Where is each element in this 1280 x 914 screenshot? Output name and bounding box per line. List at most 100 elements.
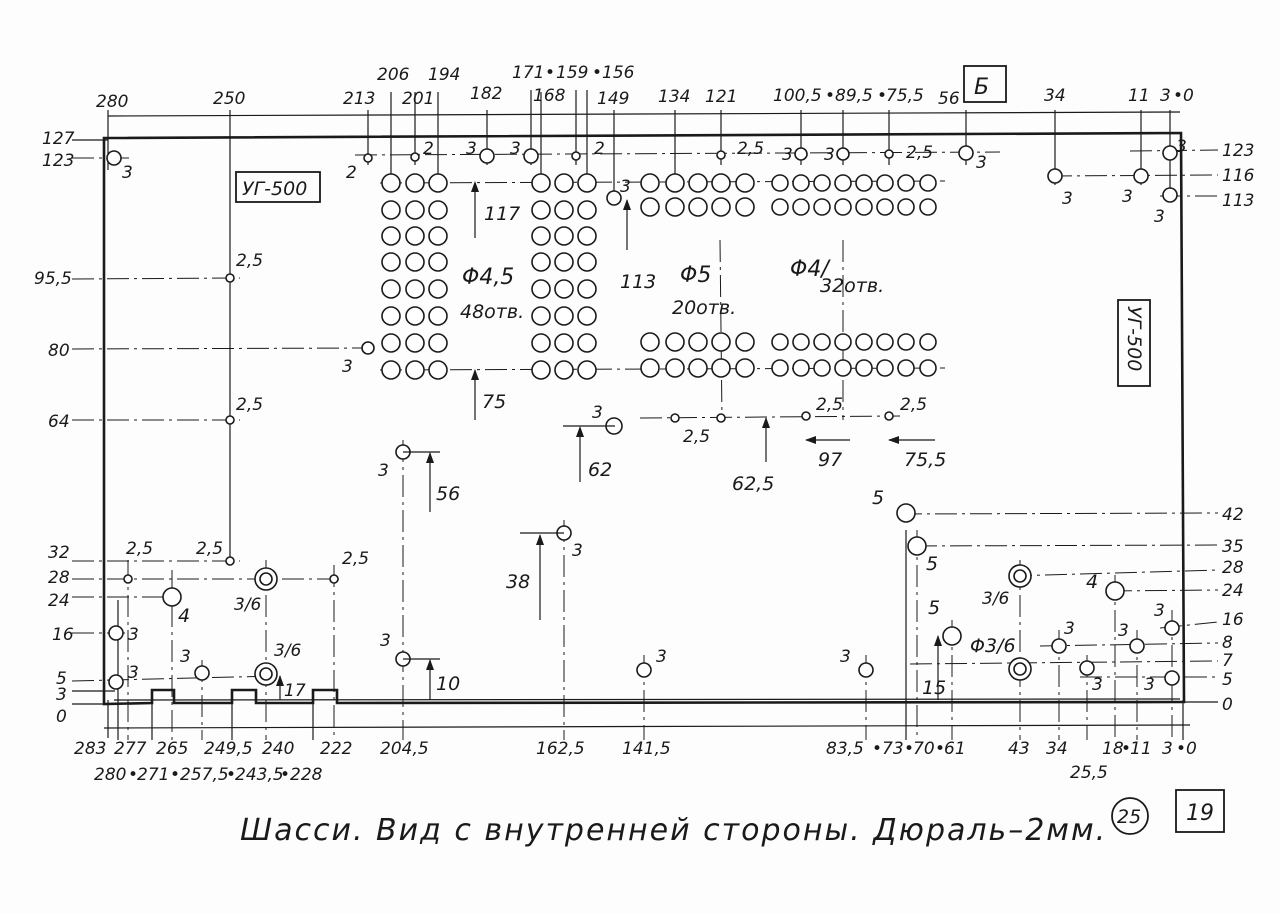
hole-213 <box>363 153 373 163</box>
hole-280-16 <box>108 625 124 641</box>
note-2-5-250: 2,5 <box>196 539 223 559</box>
g3b-hole-11 <box>834 359 852 377</box>
bottom-dim-sep-7: • <box>170 765 180 785</box>
caption-block: Шасси. Вид с внутренней стороны. Дюраль–… <box>240 789 1225 848</box>
hole-75-5 <box>884 149 894 159</box>
note-2-5-277: 2,5 <box>126 539 153 559</box>
note-2-201: 2 <box>423 139 434 159</box>
g1b-hole-15 <box>531 306 551 326</box>
hole-11 <box>1133 168 1149 184</box>
g1b-hole-3 <box>531 200 551 220</box>
g3-hole-3 <box>834 174 852 192</box>
dim-75: 75 <box>482 391 506 413</box>
top-dim-149: 149 <box>597 89 629 109</box>
g3-hole-1 <box>792 174 810 192</box>
bottom-dim-sep-1: • <box>872 739 882 759</box>
left-dim-95-5: 95,5 <box>34 269 72 289</box>
left-dim-16: 16 <box>52 625 74 645</box>
top-dim-34: 34 <box>1044 86 1066 106</box>
bottom-dimension-labels-row2: 280 • 271 • 257,5 • 243,5 • 228 25,5 <box>94 763 1108 785</box>
left-dim-5: 5 <box>56 669 67 689</box>
left-dim-0: 0 <box>56 707 67 727</box>
bottom-dim-283: 283 <box>74 739 106 759</box>
hole-5-35 <box>907 536 927 556</box>
right-dim-5: 5 <box>1222 670 1233 690</box>
note-2-5-222: 2,5 <box>342 549 369 569</box>
note-3-62: 3 <box>592 403 603 423</box>
dimension-arrows <box>276 181 942 700</box>
g1-hole-10 <box>405 252 425 272</box>
note-3-80: 3 <box>342 357 353 377</box>
hole-group-phi-4 <box>771 174 937 377</box>
g3b-hole-10 <box>813 359 831 377</box>
g3b-hole-8 <box>771 359 789 377</box>
note-3-171: 3 <box>510 139 521 159</box>
note-3-123: 3 <box>1176 137 1187 157</box>
g1b-hole-17 <box>577 306 597 326</box>
right-dim-35: 35 <box>1222 537 1244 557</box>
note-2-5-75: 2,5 <box>906 143 933 163</box>
note-2-5-64: 2,5 <box>236 395 263 415</box>
top-dim-3: 3 <box>1160 86 1171 106</box>
note-5-61: 5 <box>928 597 940 619</box>
hole-171 <box>523 148 539 164</box>
g3b-hole-5 <box>876 333 894 351</box>
hole-5-42 <box>896 503 916 523</box>
hole-134-62-5 <box>670 413 680 423</box>
note-3-56: 3 <box>976 153 987 173</box>
bottom-extension-lines <box>103 440 1191 740</box>
note-3-5r: 3 <box>1144 675 1155 695</box>
g1b-hole-1 <box>554 173 574 193</box>
hole-100-5 <box>794 147 808 161</box>
g1b-hole-9 <box>531 252 551 272</box>
top-dim-194: 194 <box>428 65 460 85</box>
g2-hole-2 <box>688 173 708 193</box>
view-letter: Б <box>974 75 989 100</box>
hole-34 <box>1047 168 1063 184</box>
note-3-16: 3 <box>128 625 139 645</box>
g3-hole-11 <box>834 198 852 216</box>
g3-hole-0 <box>771 174 789 192</box>
hole-75-5-low <box>884 411 894 421</box>
dim-75-5: 75,5 <box>904 449 946 471</box>
g1-hole-22 <box>405 360 425 380</box>
hole-callouts: 3 2 2 3 3 2 2,5 3 3 2,5 3 3 3 3 3 3 2,5 … <box>122 137 1187 695</box>
g1b-hole-6 <box>531 226 551 246</box>
bottom-dim-73: 73 <box>882 739 904 759</box>
g3b-hole-14 <box>897 359 915 377</box>
dim-56: 56 <box>436 483 460 505</box>
top-dim-168: 168 <box>533 86 566 106</box>
bottom-dim-sep-2: • <box>904 739 914 759</box>
note-3-11b: 3 <box>1118 621 1129 641</box>
g2b-hole-7 <box>688 358 708 378</box>
g3-hole-7 <box>919 174 937 192</box>
hole-left-80 <box>361 341 375 355</box>
page-number-circled: 25 <box>1117 806 1141 828</box>
note-3-56b: 3 <box>378 461 389 481</box>
left-dimension-labels: 127 123 95,5 80 64 32 28 24 16 5 3 0 <box>34 129 75 727</box>
bottom-dim-sep-9: • <box>280 765 290 785</box>
g1-hole-23 <box>428 360 448 380</box>
hole-182 <box>479 148 495 164</box>
dim-97: 97 <box>818 449 842 471</box>
left-dim-28: 28 <box>48 568 70 588</box>
g3b-hole-9 <box>792 359 810 377</box>
g1-hole-18 <box>381 333 401 353</box>
g1-hole-12 <box>381 279 401 299</box>
note-3-34b: 3 <box>1064 619 1075 639</box>
g3-hole-12 <box>855 198 873 216</box>
chassis-outline <box>102 131 1186 706</box>
g1b-hole-21 <box>531 360 551 380</box>
g1-hole-17 <box>428 306 448 326</box>
bottom-dim-141-5: 141,5 <box>622 739 671 759</box>
g1-hole-13 <box>405 279 425 299</box>
bottom-dimension-labels-row1: 283 277 265 249,5 240 222 204,5 162,5 14… <box>74 739 1197 759</box>
bottom-dim-70: 70 <box>913 739 935 759</box>
right-dim-24: 24 <box>1222 581 1244 601</box>
top-dim-75-5: 75,5 <box>886 86 924 106</box>
hole-group-phi-5 <box>640 173 755 378</box>
bottom-dim-3: 3 <box>1162 739 1173 759</box>
top-dim-89-5: 89,5 <box>835 86 873 106</box>
g1-hole-8 <box>428 226 448 246</box>
